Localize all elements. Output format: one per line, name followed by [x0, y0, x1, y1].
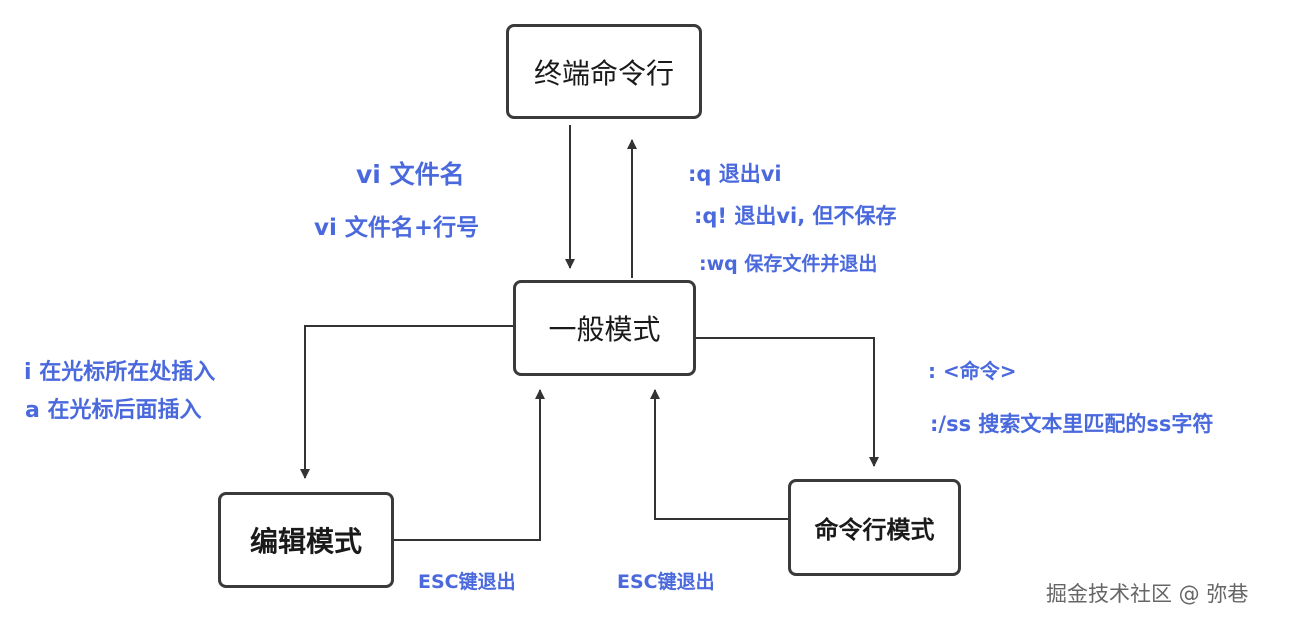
label-quit-q-force: :q! 退出vi, 但不保存 [694, 204, 897, 228]
label-esc-from-edit: ESC键退出 [418, 571, 516, 593]
label-vi-filename: vi 文件名 [356, 160, 465, 189]
label-command-syntax: : <命令> [928, 359, 1017, 383]
label-insert-i: i 在光标所在处插入 [24, 360, 216, 385]
command-mode-node: 命令行模式 [788, 479, 961, 576]
arrow-command-to-normal [650, 389, 788, 520]
edit-mode-node: 编辑模式 [218, 492, 394, 588]
label-esc-from-cmd: ESC键退出 [617, 571, 715, 593]
label-vi-filename-line: vi 文件名+行号 [314, 215, 480, 241]
label-search-ss: :/ss 搜索文本里匹配的ss字符 [930, 412, 1214, 436]
edit-mode-node-label: 编辑模式 [249, 525, 362, 558]
arrow-normal-to-command [696, 337, 879, 467]
command-mode-node-label: 命令行模式 [814, 516, 935, 544]
terminal-node-label: 终端命令行 [533, 56, 674, 90]
watermark: 掘金技术社区 @ 弥巷 [1046, 582, 1249, 606]
label-quit-wq: :wq 保存文件并退出 [699, 253, 878, 275]
normal-mode-node-label: 一般模式 [548, 313, 661, 346]
arrow-edit-to-normal [394, 389, 545, 541]
arrow-normal-to-edit [300, 325, 513, 479]
label-quit-q: :q 退出vi [688, 162, 782, 186]
terminal-node: 终端命令行 [506, 24, 702, 119]
label-insert-a: a 在光标后面插入 [25, 398, 202, 423]
normal-mode-node: 一般模式 [513, 280, 696, 376]
